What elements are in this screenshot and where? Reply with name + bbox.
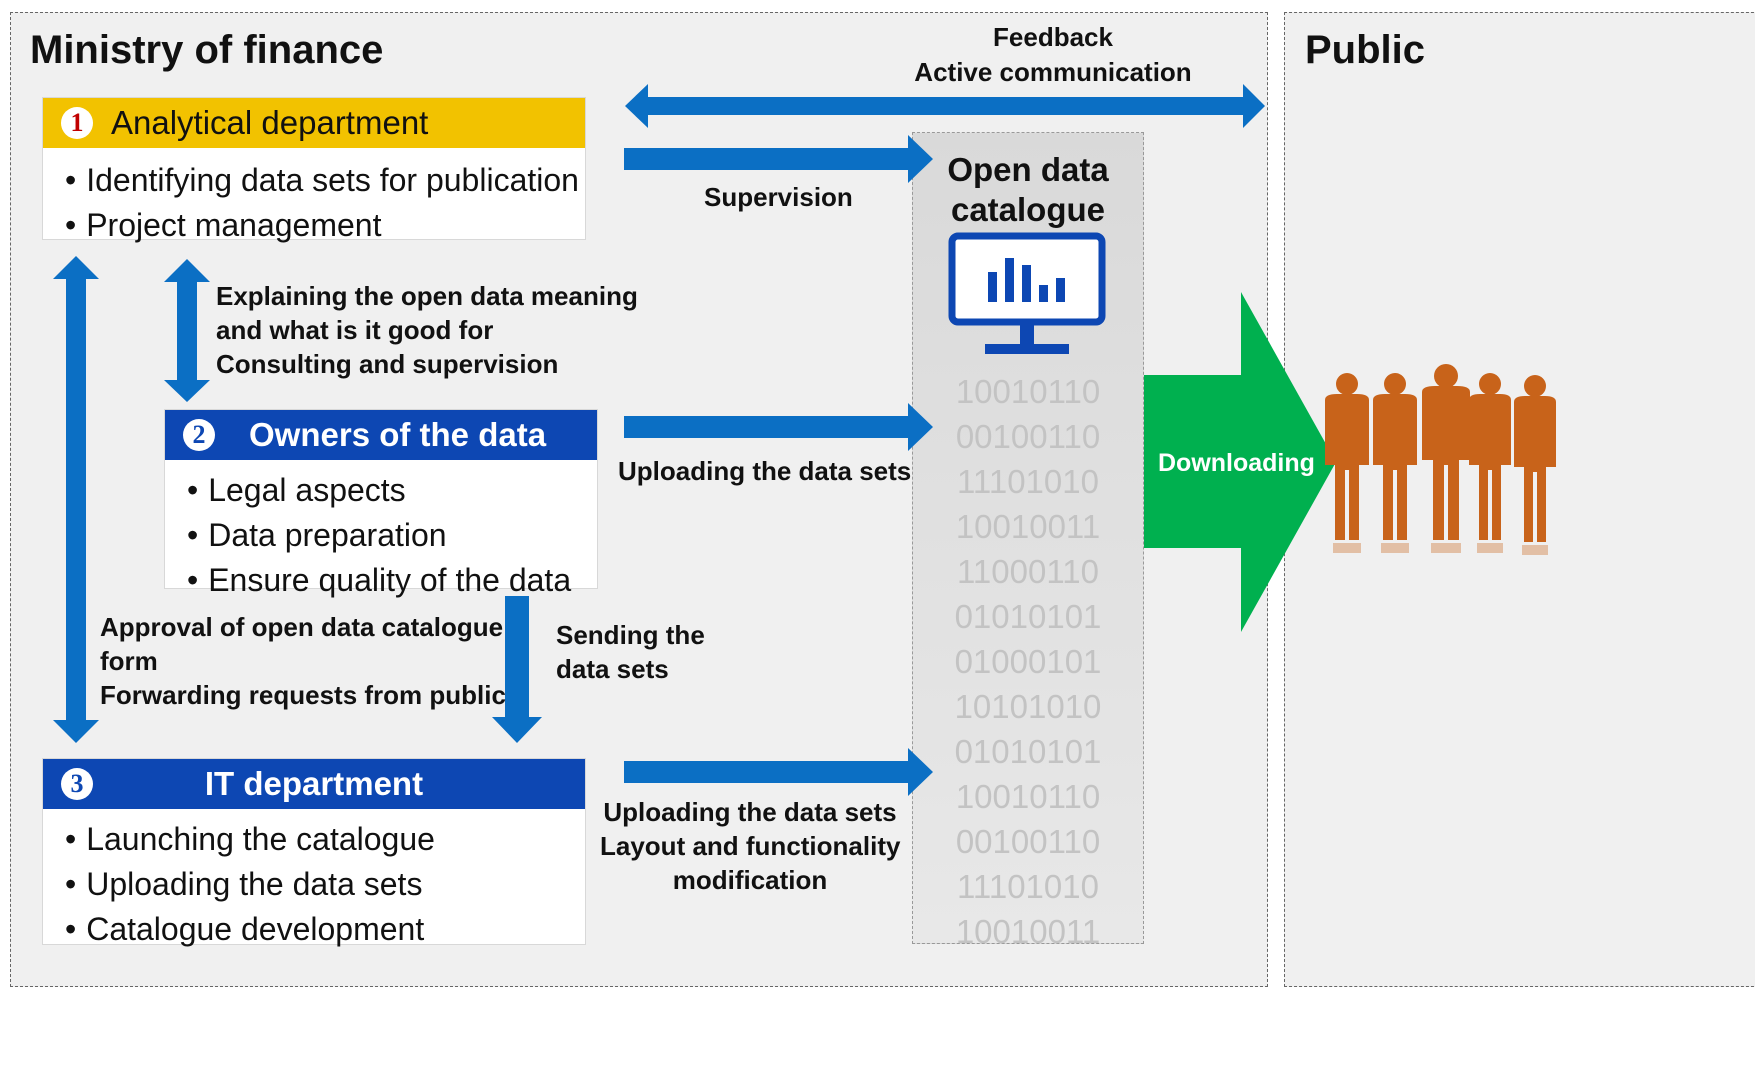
it-department-box: 3 IT department Launching the catalogue … [42,758,586,947]
feedback-label: Feedback Active communication [912,20,1194,90]
list-item: Identifying data sets for publication [43,158,585,203]
binary-row: 10010011 [955,913,1101,950]
dept-2-name: Owners of the data [249,416,547,453]
catalogue-title-line-2: catalogue [950,191,1106,228]
binary-row: 10010110 [955,373,1101,410]
binary-column: 10010110 00100110 11101010 10010011 1100… [913,369,1143,954]
list-item: Project management [43,203,585,248]
number-3-badge: 3 [61,768,93,800]
list-item: Launching the catalogue [43,817,585,862]
binary-row: 00100110 [955,823,1101,860]
dept-2-header: 2 Owners of the data [165,410,597,460]
explaining-line-1: Explaining the open data meaning [216,281,638,311]
it-upload-arrow [624,748,933,796]
owners-upload-arrow [624,403,933,451]
sending-arrow [492,596,542,743]
number-2-badge: 2 [183,419,215,451]
feedback-arrow [625,84,1265,128]
sending-label: Sending the data sets [556,618,705,686]
ministry-title: Ministry of finance [30,28,384,72]
list-item: Data preparation [165,513,597,558]
binary-row: 10010011 [955,508,1101,545]
supervision-arrow [624,135,933,183]
list-item: Legal aspects [165,468,597,513]
dept-1-header: 1 Analytical department [43,98,585,148]
approval-line-1: Approval of open data catalogue [100,612,504,642]
list-item: Ensure quality of the data [165,558,597,603]
sending-line-2: data sets [556,654,669,684]
list-item: Uploading the data sets [43,862,585,907]
approval-line-3: Forwarding requests from public [100,680,506,710]
explaining-line-3: Consulting and supervision [216,349,559,379]
approval-label: Approval of open data catalogue form For… [100,610,506,712]
explaining-label: Explaining the open data meaning and wha… [216,279,638,381]
catalogue-title-line-1: Open data [947,151,1109,188]
binary-row: 11000110 [957,553,1099,590]
it-upload-line-1: Uploading the data sets [603,797,897,827]
feedback-line-1: Feedback [993,22,1113,52]
binary-row: 10010110 [955,778,1101,815]
supervision-label: Supervision [704,182,853,212]
feedback-line-2: Active communication [914,57,1192,87]
downloading-arrow[interactable] [1144,292,1336,632]
public-title: Public [1305,28,1426,72]
uploading-label: Uploading the data sets [618,456,912,486]
approval-line-2: form [100,646,158,676]
binary-row: 11101010 [957,868,1099,905]
binary-row: 11101010 [957,463,1099,500]
explaining-arrow [164,259,210,402]
monitor-chart-icon [948,232,1106,354]
sending-line-1: Sending the [556,620,705,650]
it-upload-line-3: modification [672,865,828,895]
number-1-badge: 1 [61,107,93,139]
dept-3-name: IT department [204,765,424,802]
binary-row: 01010101 [954,598,1102,635]
approval-arrow [53,256,99,743]
list-item: Catalogue development [43,907,585,952]
analytical-department-box: 1 Analytical department Identifying data… [42,97,586,243]
it-upload-label: Uploading the data sets Layout and funct… [600,795,900,897]
owners-of-data-box: 2 Owners of the data Legal aspects Data … [164,409,598,598]
binary-row: 10101010 [954,688,1102,725]
explaining-line-2: and what is it good for [216,315,494,345]
dept-1-name: Analytical department [111,104,429,141]
dept-3-header: 3 IT department [43,759,585,809]
public-people-icon [1325,364,1556,555]
public-panel [1284,12,1755,987]
it-upload-line-2: Layout and functionality [600,831,901,861]
downloading-label: Downloading [1158,449,1315,477]
binary-row: 01000101 [954,643,1102,680]
binary-row: 00100110 [955,418,1101,455]
binary-row: 01010101 [954,733,1102,770]
